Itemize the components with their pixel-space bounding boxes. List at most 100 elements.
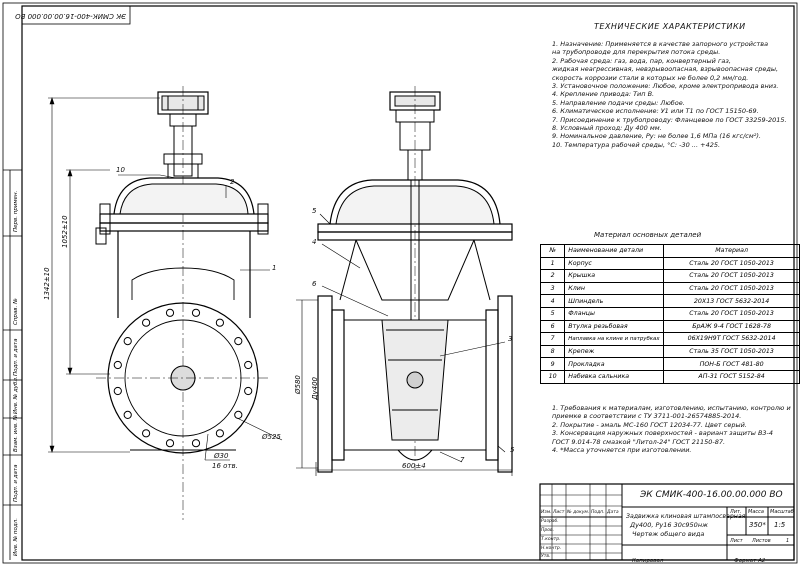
callout-1: 1 xyxy=(272,264,277,272)
side-stamp-2: Подп. и дата xyxy=(13,338,19,376)
dim-height-total: 1342±10 xyxy=(43,267,51,300)
tech-line: 1. Назначение: Применяется в качестве за… xyxy=(552,40,769,48)
titleblock-role-3: Н.контр. xyxy=(541,546,562,551)
tech-line: 3. Установочное положение: Любое, кроме … xyxy=(552,82,779,91)
cell-no: 4 xyxy=(539,294,566,308)
tech-title: ТЕХНИЧЕСКИЕ ХАРАКТЕРИСТИКИ xyxy=(594,22,746,31)
dim-bolt-circle: Ø525 xyxy=(262,433,281,441)
titleblock-col-head-2: № докум. xyxy=(567,510,590,515)
section-view xyxy=(317,86,513,473)
code-box-top xyxy=(21,5,131,25)
callout-5-bottom: 5 xyxy=(510,446,515,454)
cell-material: Сталь 20 ГОСТ 1050-2013 xyxy=(663,269,800,283)
titleblock-col-head-0: Изм. xyxy=(541,510,552,515)
bolt-hole xyxy=(191,308,201,317)
titleblock-name-3: Чертеж общего вида xyxy=(632,530,705,538)
side-stamp-3: Инв. № дубл. xyxy=(13,376,19,414)
bolt-hole xyxy=(113,386,122,396)
col-no-header: № xyxy=(539,244,566,258)
bolt-hole xyxy=(215,429,224,438)
side-stamp-6: Инв. № подл. xyxy=(13,518,19,556)
titleblock-format: Формат А2 xyxy=(734,558,766,564)
bolt-hole xyxy=(234,410,243,419)
bolt-hole xyxy=(215,318,224,327)
titleblock-col-head-1: Лист xyxy=(553,510,565,515)
cell-material: 20Х13 ГОСТ 5632-2014 xyxy=(663,294,800,308)
front-dimensions xyxy=(48,97,283,461)
titleblock-role-2: Т.контр. xyxy=(541,537,561,542)
dim-flange-d: Ø580 xyxy=(294,375,302,394)
titleblock-scale-label: Масштаб xyxy=(770,509,794,515)
titleblock-role-0: Разраб. xyxy=(541,519,559,524)
side-stamp-strip xyxy=(3,169,22,560)
cell-no: 5 xyxy=(539,306,566,321)
cell-material: Сталь 20 ГОСТ 1050-2013 xyxy=(663,256,800,271)
cell-no: 6 xyxy=(539,319,566,334)
materials-title: Материал основных деталей xyxy=(594,231,702,239)
tech-line: 5. Направление подачи среды: Любое. xyxy=(552,98,685,107)
note-line: 4. *Масса уточняется при изготовлении. xyxy=(552,446,692,455)
tech-line: 9. Номинальное давление, Ру: не более 1,… xyxy=(552,132,761,141)
cell-material: Сталь 35 ГОСТ 1050-2013 xyxy=(663,344,800,359)
callout-2: 2 xyxy=(230,178,235,186)
code-stamp-top: ЭК СМИК-400-16.00.00.000 ВО xyxy=(15,12,126,20)
cell-name: Наплавка на клине и патрубках xyxy=(564,332,665,346)
note-line: 3. Консервация наружных поверхностей - в… xyxy=(552,429,774,438)
tech-line: 4. Крепление привода: Тип В. xyxy=(552,90,655,99)
tech-line: 6. Климатическое исполнение: У1 или Т1 п… xyxy=(552,107,759,116)
titleblock-code: ЭК СМИК-400-16.00.00.000 ВО xyxy=(640,490,783,500)
cell-no: 8 xyxy=(539,344,566,359)
callout-4: 4 xyxy=(312,238,317,246)
cell-no: 7 xyxy=(539,332,566,346)
titleblock-sheet-label: Лист xyxy=(730,538,743,544)
bolt-hole xyxy=(165,308,175,317)
cell-name: Крепеж xyxy=(564,344,665,359)
bolt-hole xyxy=(113,360,122,370)
cell-name: Крышка xyxy=(564,269,665,283)
callout-6: 6 xyxy=(312,280,317,288)
titleblock-lit-label: Лит. xyxy=(730,509,742,515)
note-line: 2. Покрытие - эмаль МС-160 ГОСТ 12034-77… xyxy=(552,420,747,429)
cell-name: Набивка сальника xyxy=(564,369,665,384)
titleblock-role-1: Пров. xyxy=(541,528,555,533)
titleblock-col-head-3: Подп. xyxy=(591,510,605,515)
notes-block: 1. Требования к материалам, изготовлению… xyxy=(552,404,791,454)
titleblock-name-1: Задвижка клиновая штампосварная xyxy=(626,513,746,520)
side-stamp-1: Справ. № xyxy=(13,298,19,325)
dim-height-open: 1052±10 xyxy=(61,215,69,248)
tech-line: скорость коррозии стали в которых не бол… xyxy=(552,73,749,82)
tech-line: 10. Температура рабочей среды, °С: -30 .… xyxy=(552,140,721,149)
cell-no: 1 xyxy=(539,256,566,271)
cell-no: 9 xyxy=(539,357,566,371)
bolt-hole xyxy=(123,410,132,419)
cell-no: 3 xyxy=(539,281,566,296)
dim-length: 600±4 xyxy=(402,462,426,470)
titleblock-name-2: Ду400, Ру16 30с950нж xyxy=(630,521,708,529)
tech-line: 2. Рабочая среда: газ, вода, пар, конвер… xyxy=(552,56,731,65)
section-dimensions xyxy=(296,213,513,476)
cell-material: Сталь 20 ГОСТ 1050-2013 xyxy=(663,281,800,296)
bolt-hole xyxy=(244,386,253,396)
col-material-header: Материал xyxy=(663,244,800,258)
tech-line: жидкая неагрессивная, невзрывоопасная, в… xyxy=(552,65,779,74)
cell-name: Фланцы xyxy=(564,306,665,321)
cell-no: 2 xyxy=(539,269,566,283)
callout-10: 10 xyxy=(116,166,125,174)
cell-material: 06Х19Н9Т ГОСТ 5632-2014 xyxy=(663,332,800,346)
titleblock-sheets-label: Листов xyxy=(752,538,771,544)
titleblock-mass-label: Масса xyxy=(748,509,764,515)
cell-material: БрАЖ 9-4 ГОСТ 1628-78 xyxy=(663,319,800,334)
callout-5-top: 5 xyxy=(312,207,317,215)
bolt-hole xyxy=(191,439,201,448)
cell-name: Втулка резьбовая xyxy=(564,319,665,334)
titleblock-col-head-4: Дата xyxy=(607,510,619,515)
table-header-row: № Наименование детали Материал xyxy=(539,244,800,258)
titleblock-copied: Копировал xyxy=(632,558,664,564)
